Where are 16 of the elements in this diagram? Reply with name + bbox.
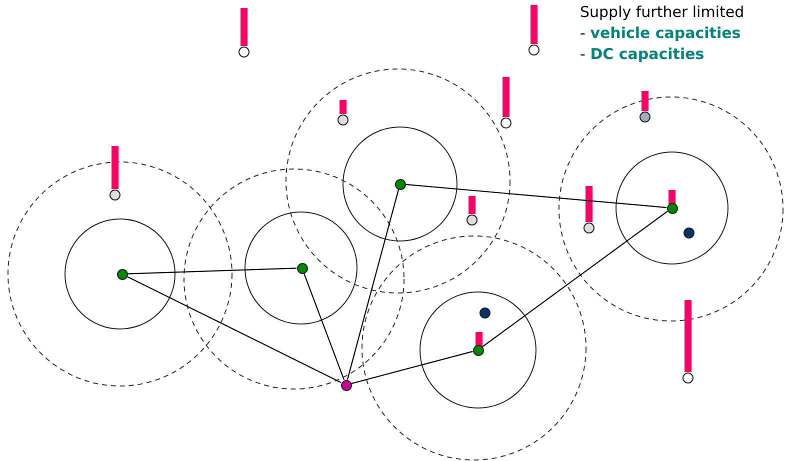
dc-dot: [116, 268, 128, 280]
route-line: [303, 272, 345, 380]
dc-dot: [296, 262, 308, 274]
route-line: [351, 350, 473, 384]
note-text: - vehicle capacities: [580, 23, 741, 43]
note-text: - DC capacities: [580, 44, 704, 64]
dc-dot: [394, 178, 406, 190]
route-line: [482, 210, 668, 348]
note-text: Supply further limited: [580, 2, 744, 22]
route-line: [405, 184, 667, 208]
route-line: [346, 189, 400, 380]
dc-dot: [472, 344, 484, 356]
dc-dot: [666, 202, 678, 214]
depot-dot: [340, 380, 352, 390]
route-line: [127, 268, 297, 274]
route-line: [126, 276, 342, 384]
